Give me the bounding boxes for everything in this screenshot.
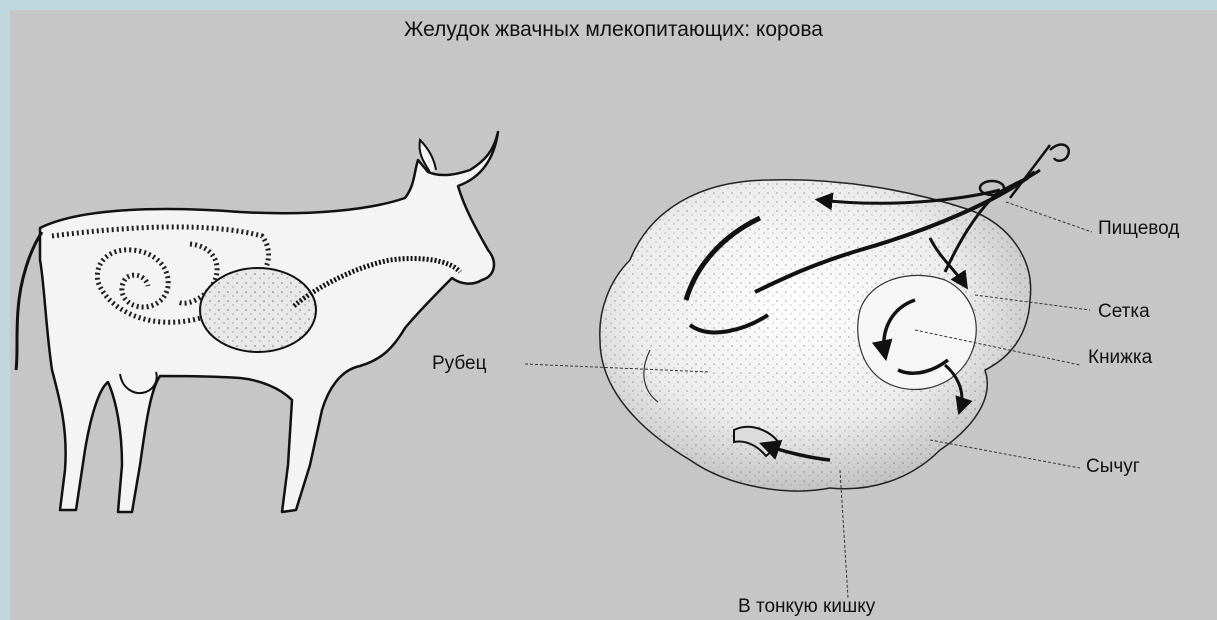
stomach-illustration [600, 145, 1069, 491]
label-omasum: Книжка [1088, 347, 1152, 369]
diagram-frame: Желудок жвачных млекопитающих: корова [10, 10, 1217, 620]
label-reticulum: Сетка [1098, 301, 1150, 323]
label-abomasum: Сычуг [1086, 456, 1140, 478]
diagram-illustration [10, 10, 1217, 620]
label-rumen: Рубец [432, 353, 487, 375]
label-small-intestine: В тонкую кишку [738, 596, 875, 618]
label-esophagus: Пищевод [1098, 218, 1179, 240]
cow-tail [16, 232, 42, 370]
cow-illustration [16, 132, 498, 512]
